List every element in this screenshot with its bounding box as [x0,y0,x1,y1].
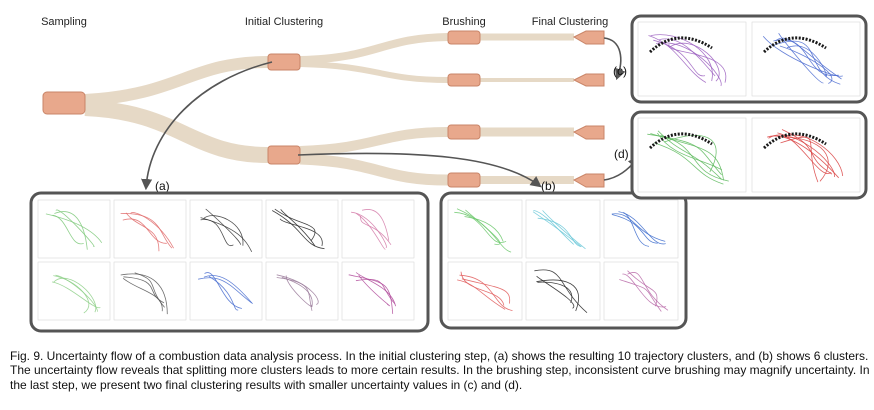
panel-tags: (a) (b) (c) (d) [155,64,629,193]
node-final-2 [572,73,605,87]
stage-label-sampling: Sampling [41,16,87,28]
panel-a-cells [37,199,415,321]
stage-labels: Sampling Initial Clustering Brushing Fin… [41,16,608,28]
panel-a-cluster-4 [265,199,339,259]
node-initial-cluster-a [267,53,301,71]
panel-c-cells [637,21,861,97]
flow-bands [84,33,574,186]
flow-band-sampling-to-cluster-b [84,100,269,163]
connector-arrows [141,37,640,191]
arrow-to-panel-a [141,61,273,191]
tag-b: (b) [541,179,556,193]
panel-b-cluster-1 [447,199,523,259]
panel-a-cluster-9 [265,261,339,321]
flow-band-b-bottom [299,153,449,186]
node-brushing-1 [447,30,481,45]
arrow-to-panel-b [297,152,542,188]
arrow-to-panel-c [603,37,626,81]
panel-b-cluster-2 [525,199,601,259]
flow-band-a-top [299,33,449,64]
panel-a-cluster-10 [341,261,415,321]
panel-d-plot-1 [637,117,747,193]
panel-c-plot-1 [637,21,747,97]
node-initial-cluster-b [267,145,301,165]
panel-d-brushed-curve-1 [648,132,713,150]
panel-a-cluster-6 [37,261,111,321]
panel-d-cells [637,117,861,193]
stage-label-brushing: Brushing [442,16,485,28]
tag-c: (c) [613,64,627,78]
panel-b-initial-6-clusters [439,191,688,330]
flow-band-a-bottom [299,61,449,83]
node-brushing-4 [447,172,481,188]
panel-b-cluster-6 [603,261,679,321]
panel-b-cells [447,199,679,321]
node-sampling [42,91,86,115]
flow-band-sampling-to-cluster-a [84,56,269,106]
panel-c-brushed-curve-2 [762,36,827,54]
figure-caption: Fig. 9. Uncertainty flow of a combustion… [10,349,870,392]
node-final-3 [572,125,605,140]
tag-a: (a) [155,179,170,193]
node-final-4 [572,173,605,188]
stage-label-initial-clustering: Initial Clustering [245,16,323,28]
panel-c-plot-2 [751,21,861,97]
flow-band-b-top [299,127,449,156]
stage-label-final-clustering: Final Clustering [532,16,608,28]
process-nodes [42,30,605,188]
panel-d-plot-2 [751,117,861,193]
panel-c-final-result [630,14,868,104]
node-brushing-2 [447,73,481,87]
tag-d: (d) [614,147,629,161]
panel-d-final-result [630,110,868,200]
panel-a-initial-10-clusters [29,191,430,333]
panel-a-cluster-1 [37,199,111,259]
panel-d-brushed-curve-2 [762,132,827,150]
panel-b-cluster-3 [603,199,679,259]
panel-a-cluster-7 [113,261,187,321]
panel-a-cluster-3 [189,199,263,259]
panel-c-brushed-curve-1 [648,36,713,54]
node-brushing-3 [447,124,481,140]
panel-b-cluster-4 [447,261,523,321]
node-final-1 [572,30,605,45]
uncertainty-flow-diagram: Sampling Initial Clustering Brushing Fin… [29,14,868,333]
panel-a-cluster-5 [341,199,415,259]
panel-a-cluster-2 [113,199,187,259]
panel-a-cluster-8 [189,261,263,321]
panel-b-cluster-5 [525,261,601,321]
